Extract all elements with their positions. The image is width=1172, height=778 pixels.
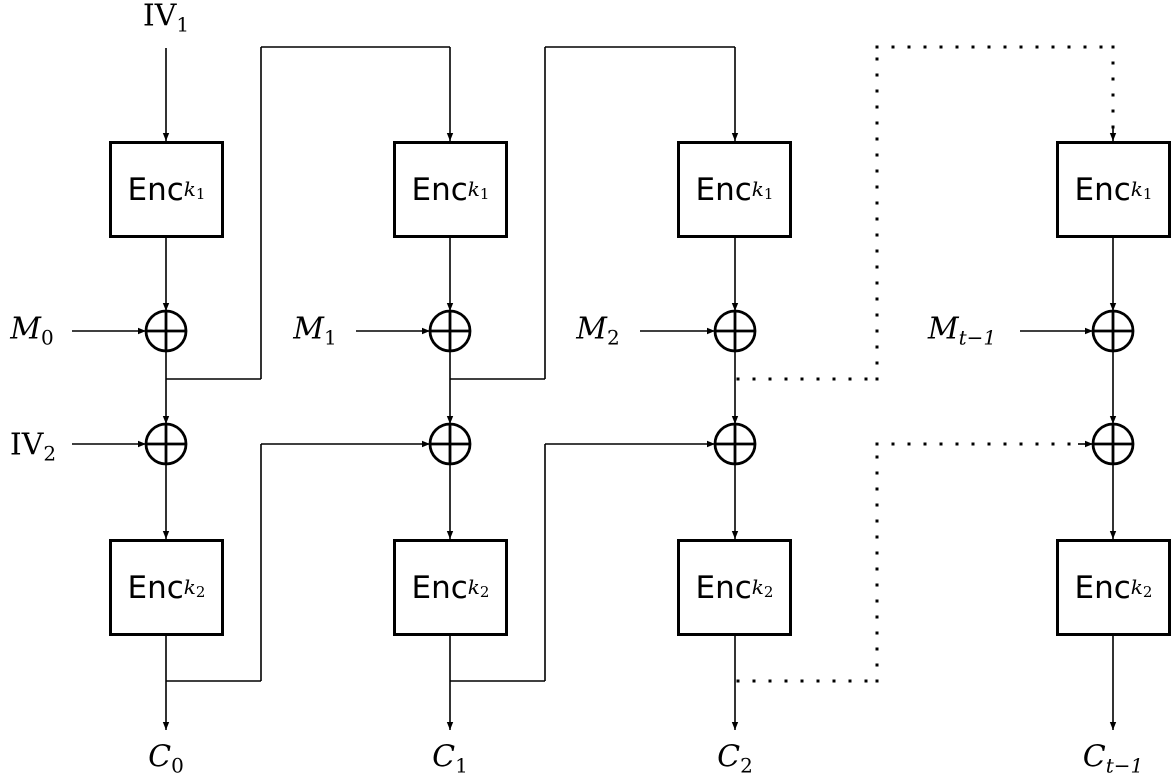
message-label-0: M0 — [10, 311, 54, 350]
message-label-2: M2 — [576, 311, 620, 350]
xor-node-upper-2 — [713, 309, 757, 353]
message-label-3: Mt−1 — [927, 311, 997, 350]
xor-node-lower-1 — [428, 422, 472, 466]
ciphertext-label-1: C1 — [432, 739, 468, 778]
xor-node-upper-3 — [1091, 309, 1135, 353]
message-label-1: M1 — [293, 311, 337, 350]
xor-node-lower-2 — [713, 422, 757, 466]
ciphertext-label-3: Ct−1 — [1082, 739, 1144, 778]
iv1-label: IV1 — [142, 0, 190, 37]
ciphertext-label-2: C2 — [717, 739, 753, 778]
xor-node-upper-1 — [428, 309, 472, 353]
iv2-label: IV2 — [9, 427, 57, 466]
xor-node-lower-0 — [144, 422, 188, 466]
ciphertext-label-0: C0 — [148, 739, 184, 778]
xor-node-lower-3 — [1091, 422, 1135, 466]
xor-node-upper-0 — [144, 309, 188, 353]
